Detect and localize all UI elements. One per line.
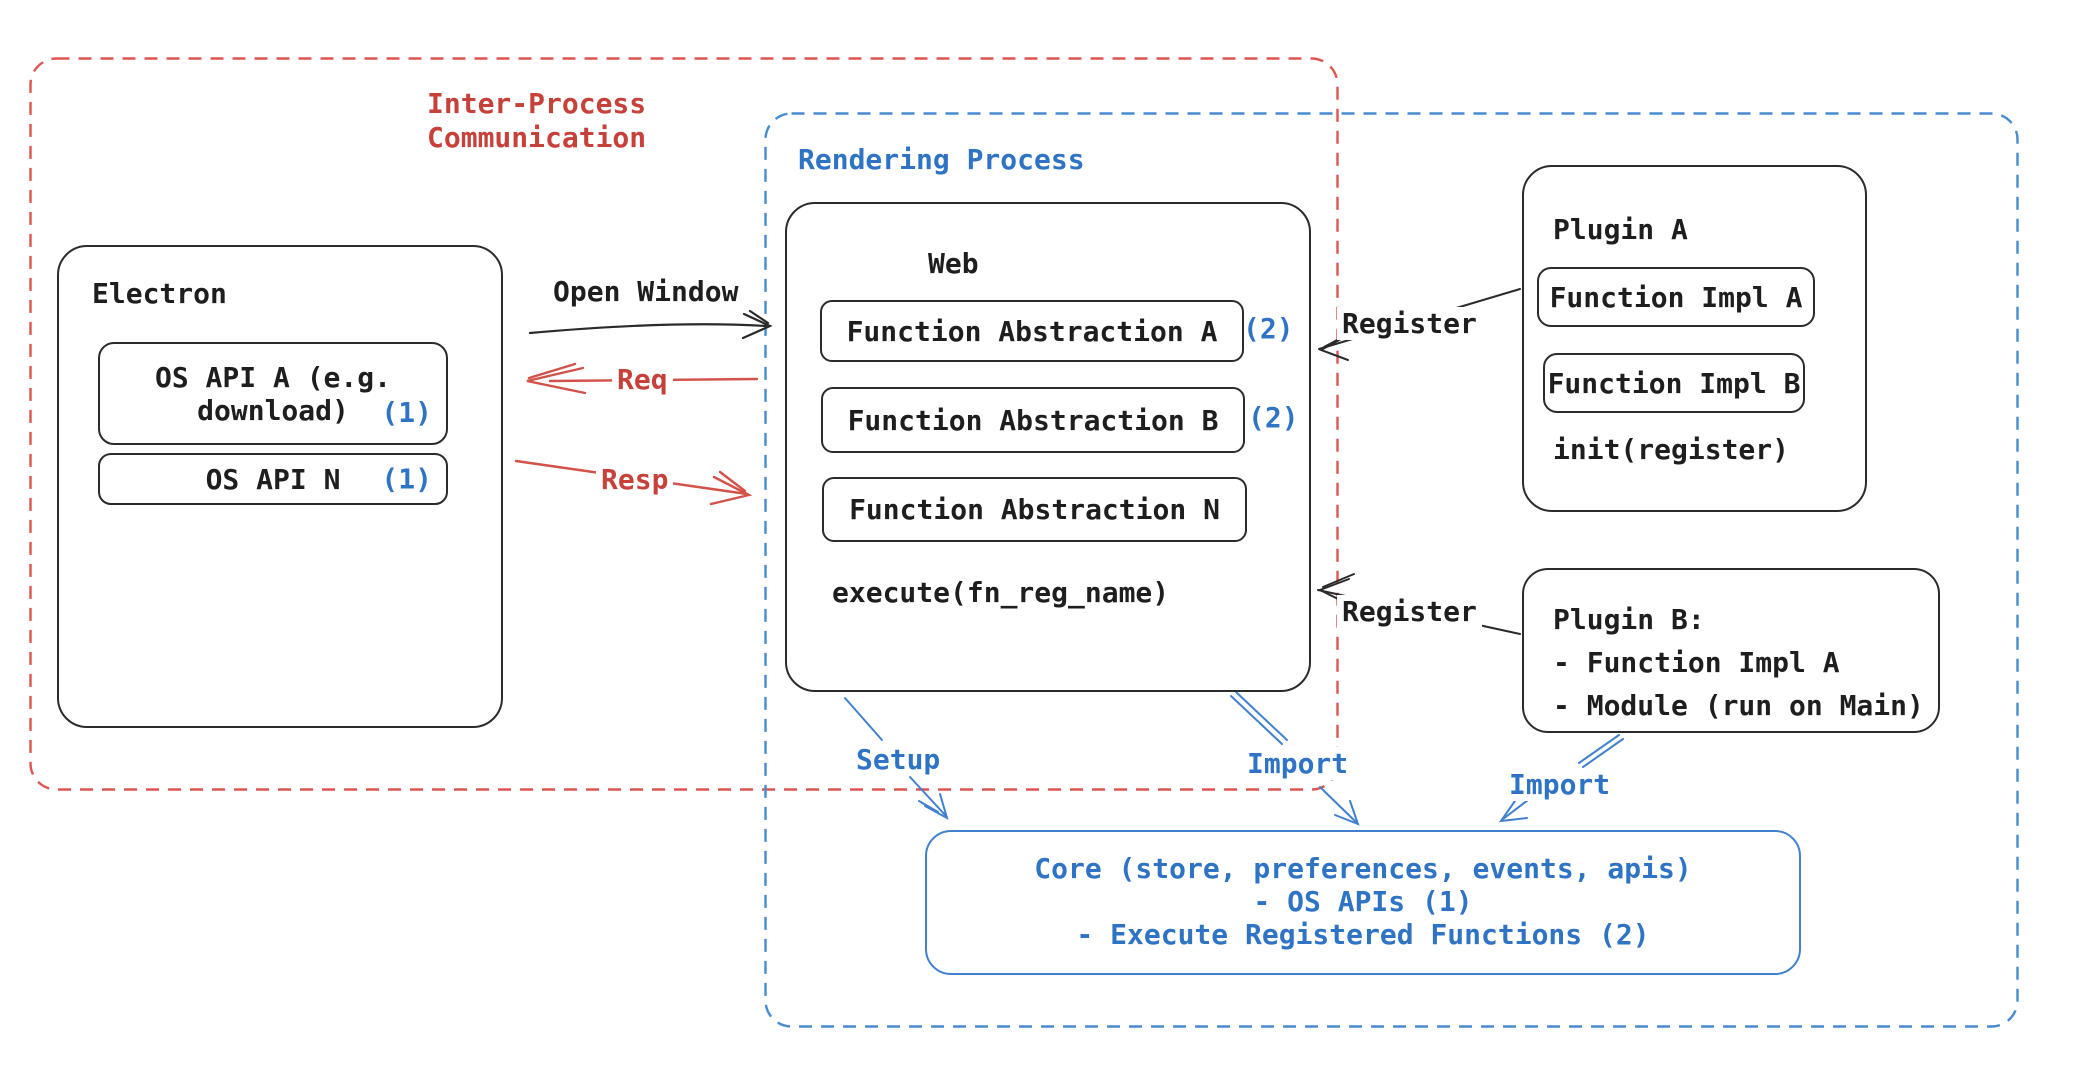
function-impl-b-label: Function Impl B (1547, 366, 1801, 400)
import-mid-label: Import (1242, 747, 1354, 780)
req-label: Req (612, 363, 673, 396)
import-mid-arrow (1230, 691, 1360, 826)
function-abstraction-n-box: Function Abstraction N (822, 477, 1247, 542)
import-right-label: Import (1504, 768, 1616, 801)
core-os-apis-line: - OS APIs (1) (1253, 885, 1473, 918)
plugin-a-title: Plugin A (1553, 213, 1688, 246)
function-impl-b-box: Function Impl B (1543, 353, 1805, 413)
os-api-a-label-line1: OS API A (e.g. (154, 360, 391, 394)
ipc-region-outline (29, 57, 1339, 791)
function-abstraction-a-badge: (2) (1243, 312, 1294, 345)
function-impl-a-box: Function Impl A (1537, 267, 1815, 327)
init-register-label: init(register) (1553, 433, 1790, 466)
function-abstraction-a-box: Function Abstraction A (820, 300, 1244, 362)
core-text: Core (store, preferences, events, apis) … (925, 852, 1801, 951)
resp-label: Resp (596, 463, 674, 496)
function-abstraction-b-badge: (2) (1248, 401, 1299, 434)
core-box (925, 830, 1801, 975)
function-abstraction-b-box: Function Abstraction B (821, 387, 1245, 453)
plugin-b-text: Plugin B: - Function Impl A - Module (ru… (1553, 598, 1924, 727)
plugin-b-title: Plugin B: (1553, 603, 1705, 636)
os-api-n-box: OS API N (1) (98, 453, 448, 505)
plugin-a-box (1522, 165, 1867, 512)
execute-label: execute(fn_reg_name) (832, 576, 1170, 609)
function-abstraction-n-label: Function Abstraction N (849, 493, 1220, 526)
os-api-n-label: OS API N (205, 462, 341, 496)
plugin-b-item-function-impl-a: - Function Impl A (1553, 646, 1840, 679)
core-title-line: Core (store, preferences, events, apis) (1034, 852, 1692, 885)
register-bottom-label: Register (1337, 595, 1482, 628)
open-window-label: Open Window (553, 275, 739, 308)
plugin-b-box (1522, 568, 1940, 733)
register-top-label: Register (1337, 307, 1482, 340)
rendering-region-label: Rendering Process (798, 143, 1085, 176)
plugin-b-item-module: - Module (run on Main) (1553, 689, 1924, 722)
function-abstraction-b-label: Function Abstraction B (847, 403, 1219, 437)
open-window-arrow (528, 309, 773, 340)
os-api-a-badge: (1) (381, 396, 432, 429)
setup-label: Setup (851, 743, 946, 776)
os-api-a-box: OS API A (e.g. download) (1) (98, 342, 448, 445)
web-title: Web (928, 247, 979, 280)
setup-arrow (844, 697, 949, 821)
rendering-region-outline (764, 112, 2019, 1028)
os-api-n-badge: (1) (381, 462, 432, 496)
function-impl-a-label: Function Impl A (1549, 280, 1803, 314)
electron-title: Electron (92, 277, 227, 310)
os-api-a-label-line2: download) (197, 393, 349, 427)
function-abstraction-a-label: Function Abstraction A (846, 314, 1218, 348)
core-execute-line: - Execute Registered Functions (2) (1076, 918, 1650, 951)
